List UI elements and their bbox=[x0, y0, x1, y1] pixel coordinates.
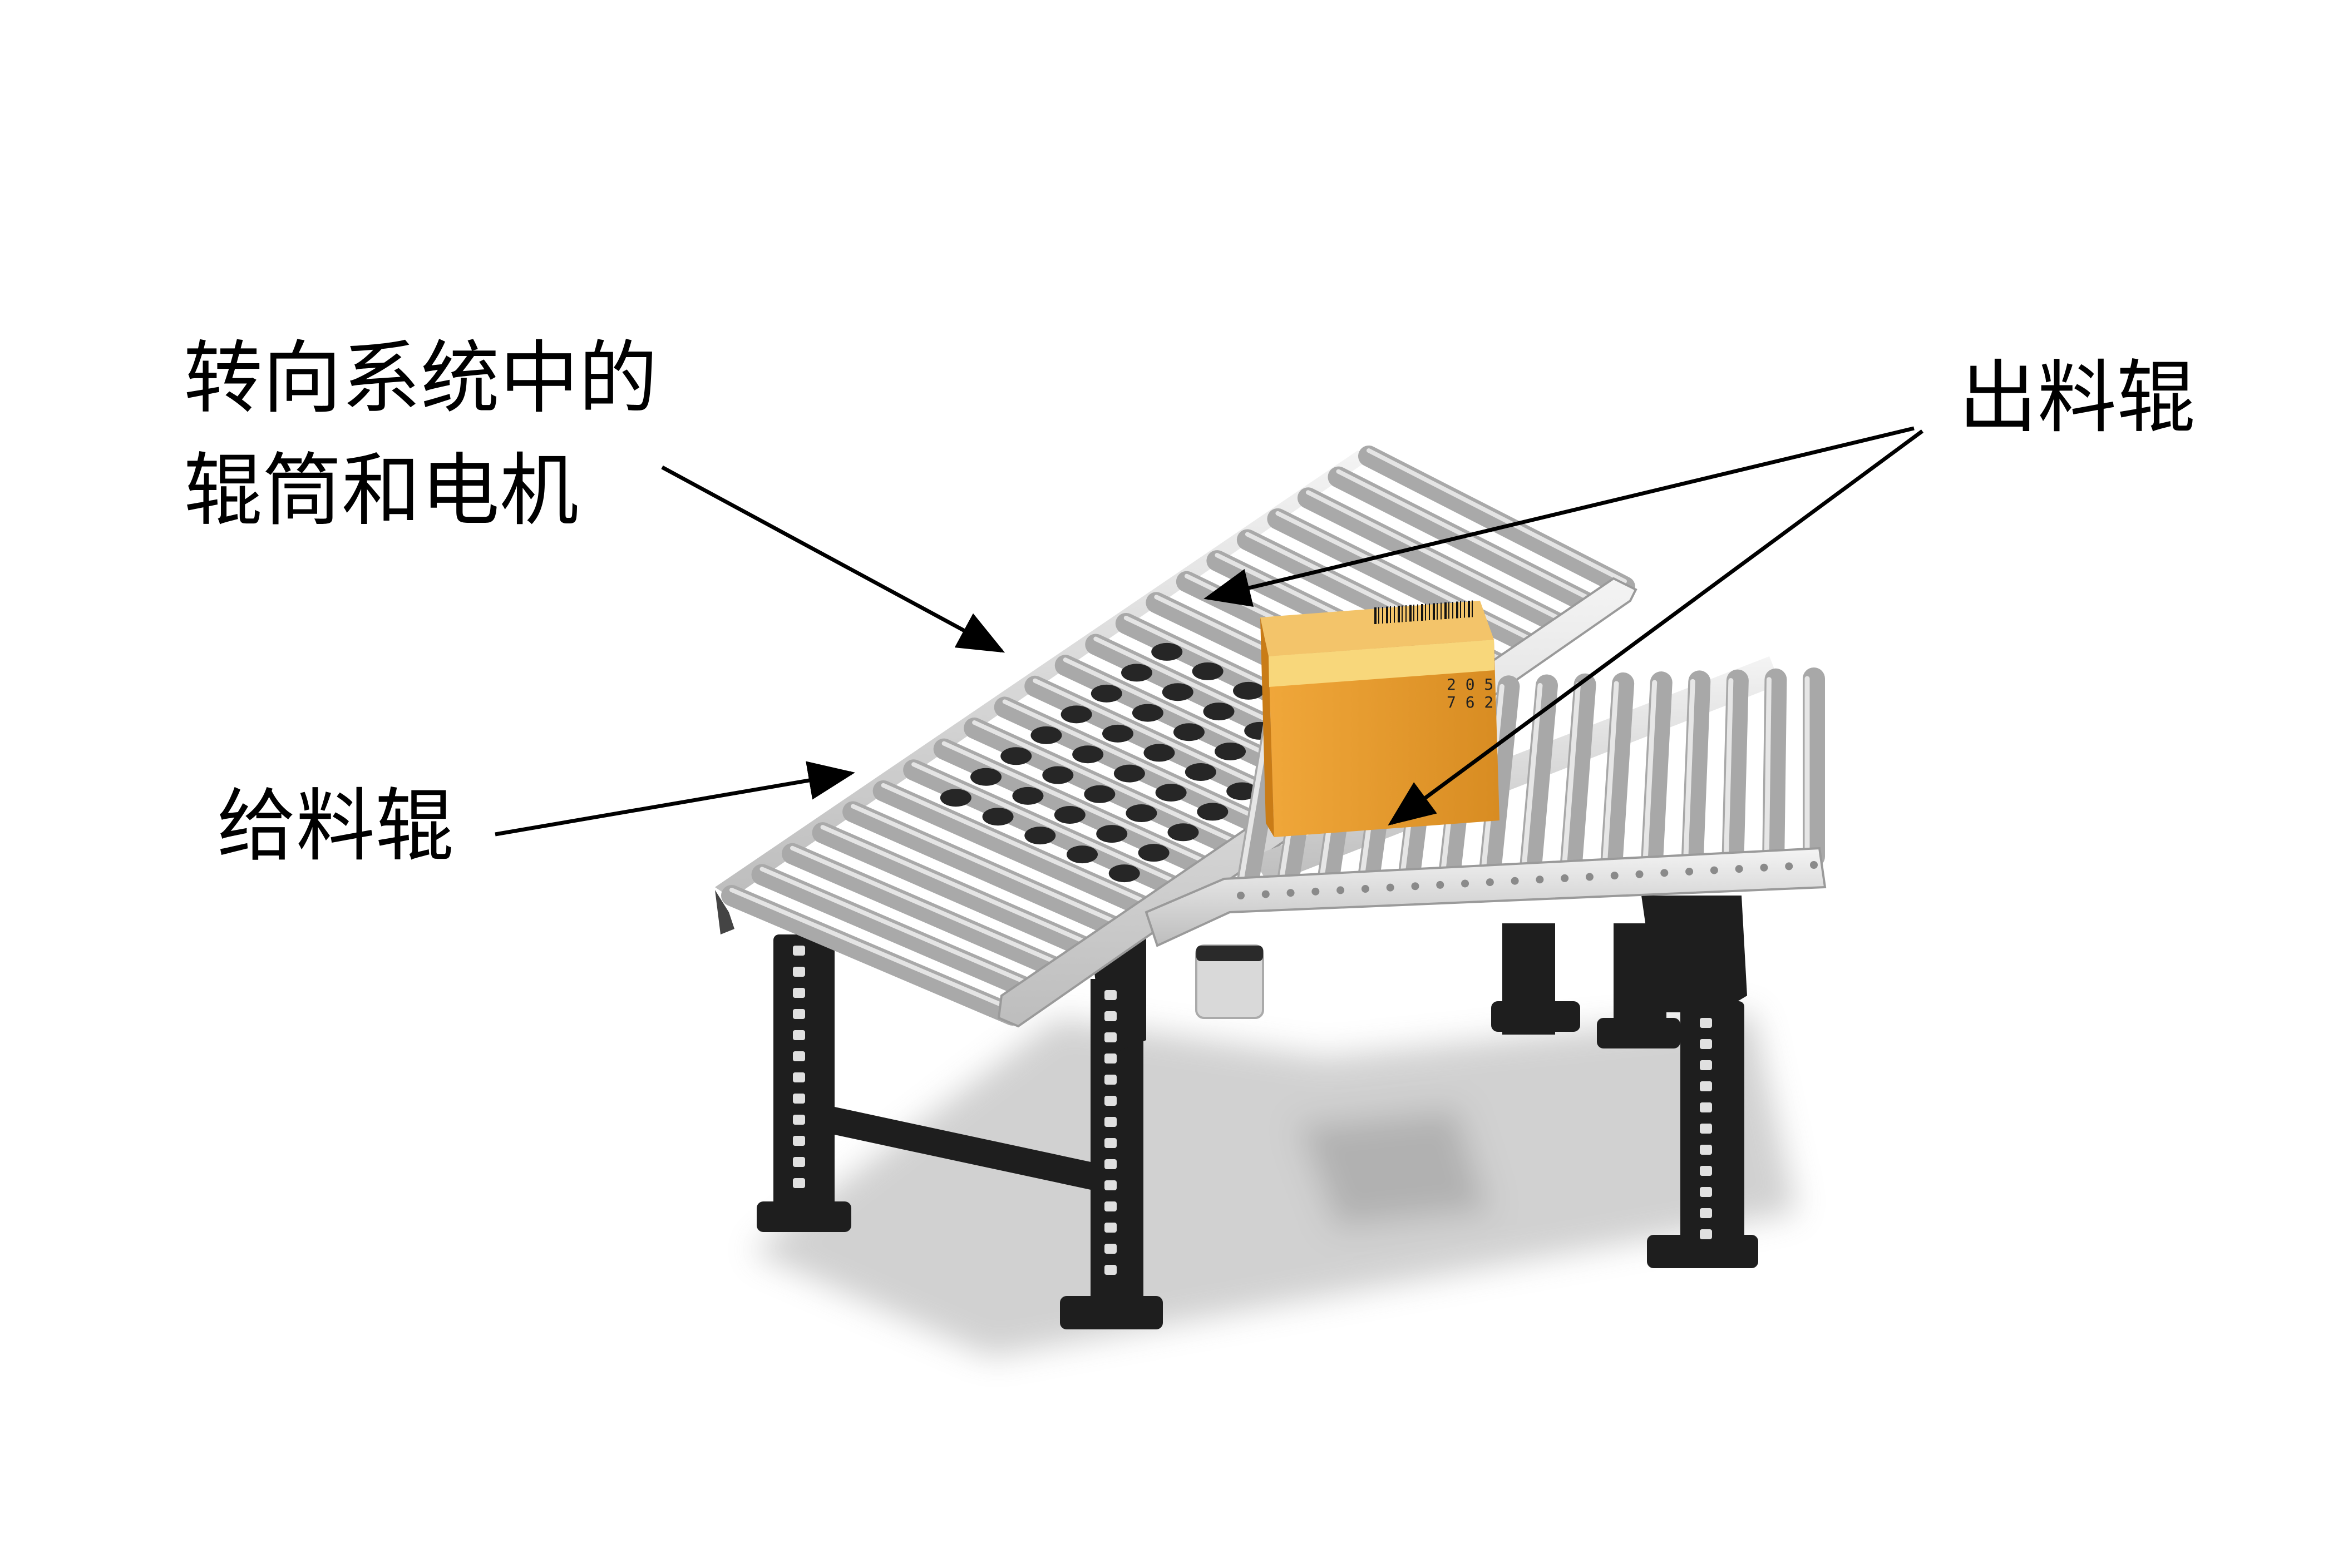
box-code-line1: 2 0 5 bbox=[1447, 675, 1493, 694]
box-code-line2: 7 6 2 bbox=[1447, 693, 1493, 711]
floor-shadow bbox=[751, 1012, 1797, 1357]
roller bbox=[1733, 681, 1738, 862]
label-line-1: 转向系统中的 bbox=[184, 323, 658, 435]
label-steering-rollers-motors: 转向系统中的 辊筒和电机 bbox=[184, 323, 658, 547]
carton-box: 2 0 5 7 6 2 bbox=[1260, 601, 1499, 838]
arrow-feed bbox=[495, 773, 851, 834]
label-feed-roller: 给料辊 bbox=[217, 770, 454, 883]
roller bbox=[1773, 680, 1775, 859]
label-output-roller: 出料辊 bbox=[1959, 342, 2196, 454]
arrow-steering bbox=[662, 467, 1002, 651]
label-line-2: 辊筒和电机 bbox=[184, 435, 658, 547]
